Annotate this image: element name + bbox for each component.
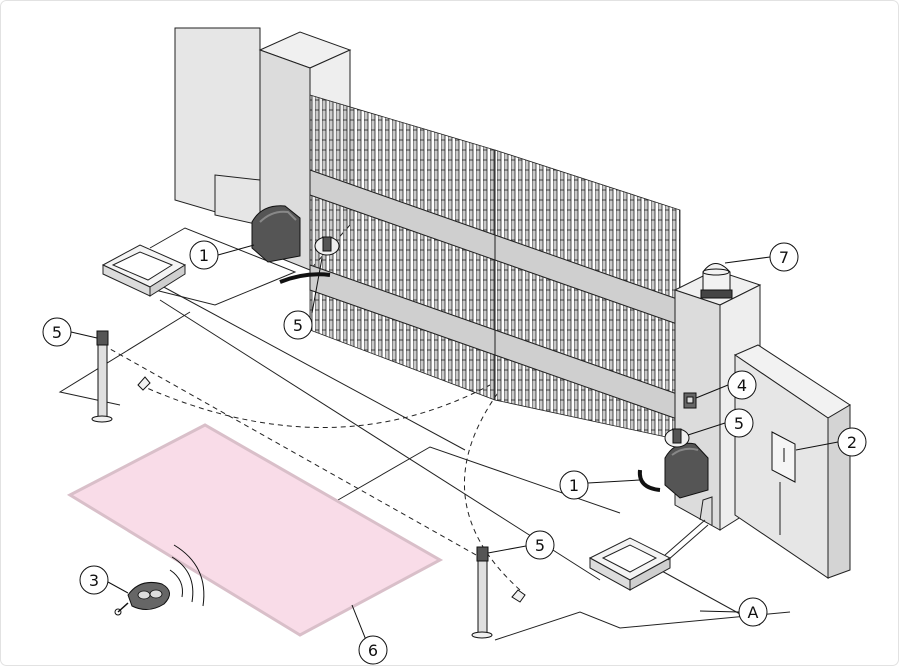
callout-5-left-pillar: 5 [284, 311, 312, 339]
callout-5-right-pillar: 5 [725, 409, 753, 437]
photocell-left-pillar [315, 237, 339, 255]
callout-7-label: 7 [779, 248, 789, 267]
callout-2-label: 2 [847, 433, 857, 452]
callout-3: 3 [80, 566, 108, 594]
callout-5-left-pillar-label: 5 [293, 316, 303, 335]
callout-1-right: 1 [560, 471, 588, 499]
callout-A-label: A [748, 603, 759, 622]
callout-5-post-left: 5 [43, 318, 71, 346]
callout-7: 7 [770, 243, 798, 271]
photocell-right-pillar [665, 429, 689, 447]
callout-4-label: 4 [737, 376, 747, 395]
callout-6: 6 [359, 636, 387, 664]
callout-1-right-label: 1 [569, 476, 579, 495]
flashing-light [701, 264, 732, 299]
callout-3-label: 3 [89, 571, 99, 590]
callout-1-left: 1 [190, 241, 218, 269]
callout-6-label: 6 [368, 641, 378, 660]
key-selector-switch [684, 393, 696, 408]
callout-A: A [739, 598, 767, 626]
callout-1-left-label: 1 [199, 246, 209, 265]
callout-2: 2 [838, 428, 866, 456]
callout-5-post-middle: 5 [526, 531, 554, 559]
callout-5-post-left-label: 5 [52, 323, 62, 342]
callout-4: 4 [728, 371, 756, 399]
callout-5-post-middle-label: 5 [535, 536, 545, 555]
left-wall [175, 28, 260, 225]
callout-5-right-pillar-label: 5 [734, 414, 744, 433]
